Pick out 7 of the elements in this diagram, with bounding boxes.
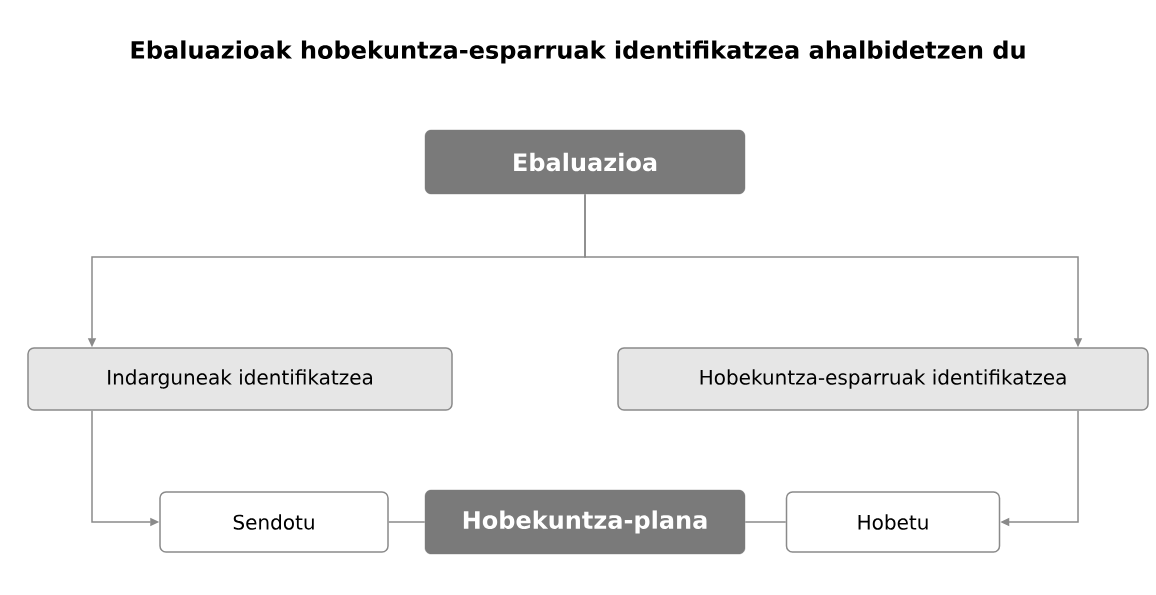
highlight-box: Ebaluazioa [424, 129, 746, 195]
highlight-box: Hobekuntza-plana [424, 489, 746, 555]
title: Ebaluazioak hobekuntza-esparruak identifikatzea ahalbidetzen du [131, 40, 1025, 64]
process-box: Hobekuntza-esparruak identifikatzea [617, 347, 1149, 411]
action-box: Hobetu [785, 491, 1001, 553]
process-box: Indarguneak identifikatzea [27, 347, 453, 411]
action-box: Sendotu [159, 491, 389, 553]
